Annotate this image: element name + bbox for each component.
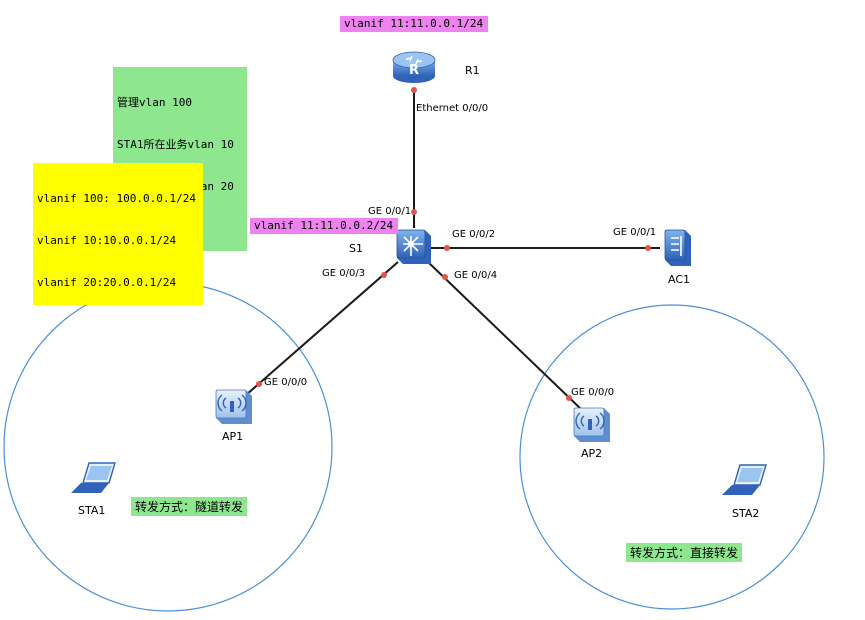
vlanif-list-note: vlanif 100: 100.0.0.1/24 vlanif 10:10.0.… — [33, 163, 203, 305]
port-dot-ac1-ge001 — [645, 245, 651, 251]
port-dot-s1-ge002 — [444, 245, 450, 251]
vlanif-line: vlanif 20:20.0.0.1/24 — [37, 276, 177, 289]
device-label-ap1: AP1 — [222, 430, 244, 443]
device-label-s1: S1 — [349, 242, 363, 255]
ap2-coverage-circle — [519, 304, 825, 610]
ap1-forwarding-mode: 转发方式：隧道转发 — [131, 497, 248, 516]
port-label-s1-ge002: GE 0/0/2 — [452, 229, 496, 240]
switch-icon[interactable] — [396, 229, 431, 264]
port-label-ac1-ge001: GE 0/0/1 — [613, 227, 657, 238]
r1-vlanif-note: vlanif 11:11.0.0.1/24 — [340, 16, 488, 32]
port-dot-r1-eth — [411, 87, 417, 93]
laptop-icon[interactable] — [71, 462, 116, 493]
ap1-coverage-circle — [3, 282, 333, 612]
port-dot-s1-ge004 — [442, 274, 448, 280]
port-label-r1-eth: Ethernet 0/0/0 — [416, 103, 489, 114]
access-controller-icon[interactable] — [664, 229, 691, 266]
port-dot-ap1-ge000 — [256, 381, 262, 387]
device-label-sta2: STA2 — [732, 507, 760, 520]
device-label-ac1: AC1 — [668, 273, 691, 286]
device-label-sta1: STA1 — [78, 504, 106, 517]
device-label-ap2: AP2 — [581, 447, 603, 460]
s1-vlanif-note: vlanif 11:11.0.0.2/24 — [250, 218, 398, 234]
port-label-s1-ge003: GE 0/0/3 — [322, 268, 366, 279]
svg-text:R: R — [409, 63, 419, 78]
access-point-icon[interactable] — [573, 407, 610, 442]
link-s1-ap2 — [427, 261, 583, 411]
port-dot-s1-ge003 — [381, 272, 387, 278]
port-dot-ap2-ge000 — [566, 395, 572, 401]
router-icon[interactable]: R — [392, 51, 436, 83]
port-label-ap2-ge000: GE 0/0/0 — [571, 387, 615, 398]
vlanif-line: vlanif 100: 100.0.0.1/24 — [37, 192, 196, 205]
port-label-ap1-ge000: GE 0/0/0 — [264, 377, 308, 388]
vlanif-line: vlanif 10:10.0.0.1/24 — [37, 234, 177, 247]
port-label-s1-ge001: GE 0/0/1 — [368, 206, 412, 217]
vlan-plan-line: STA1所在业务vlan 10 — [117, 138, 234, 151]
ap2-forwarding-mode: 转发方式：直接转发 — [626, 543, 743, 562]
access-point-icon[interactable] — [215, 389, 252, 424]
vlan-plan-line: 管理vlan 100 — [117, 96, 192, 109]
laptop-icon[interactable] — [722, 464, 767, 495]
port-dot-s1-ge001 — [411, 209, 417, 215]
port-label-s1-ge004: GE 0/0/4 — [454, 270, 498, 281]
device-label-r1: R1 — [465, 64, 480, 77]
link-s1-ap1 — [245, 261, 399, 396]
